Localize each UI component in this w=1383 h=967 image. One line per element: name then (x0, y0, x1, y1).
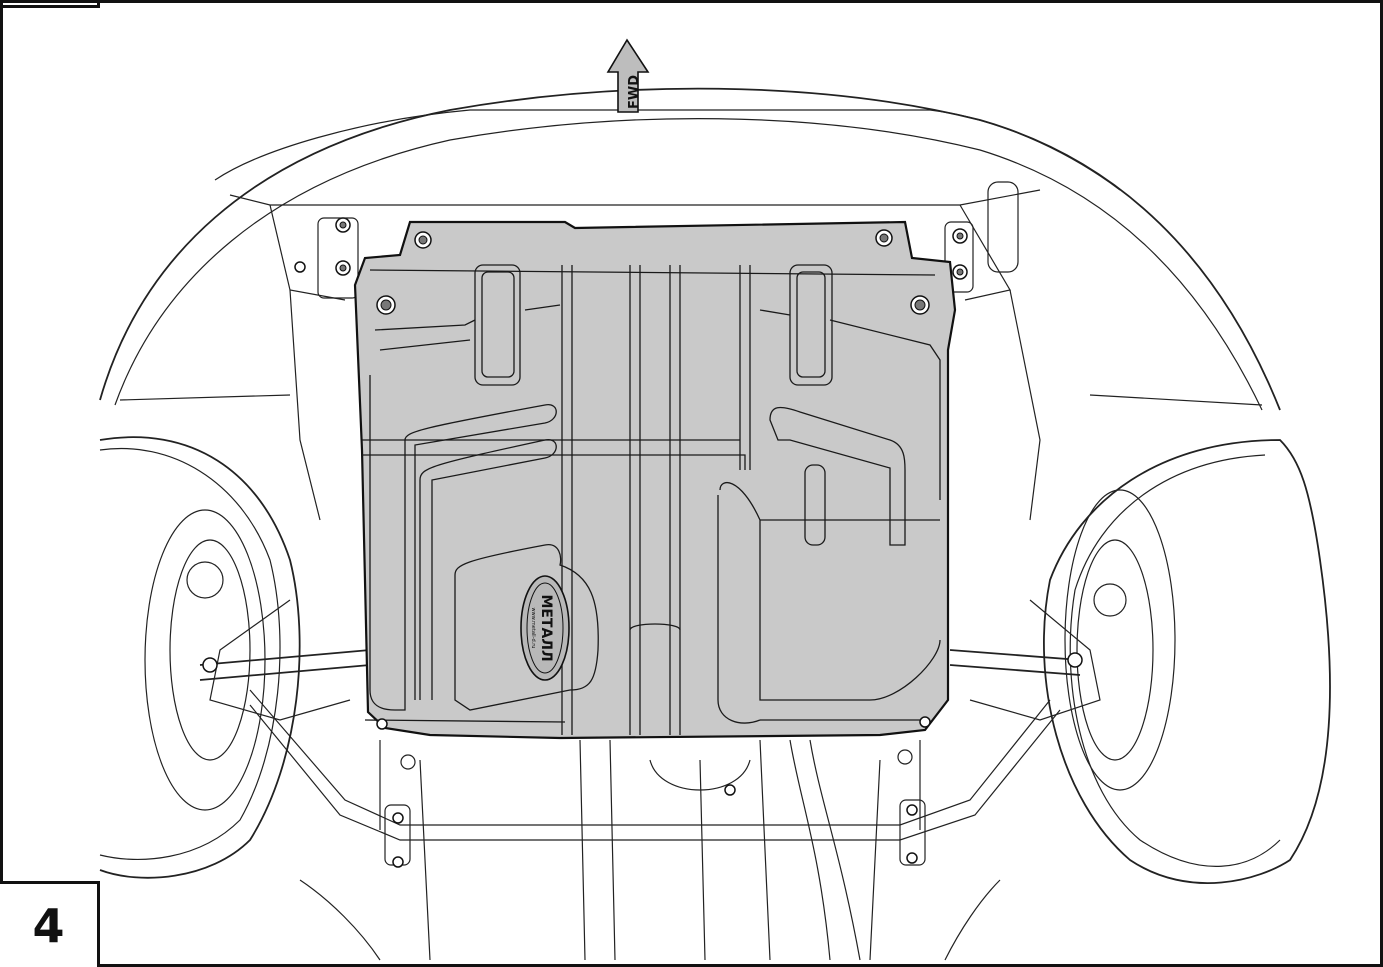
mounting-bolts (294, 181, 1019, 299)
suspension (199, 599, 1101, 841)
header-corner-box (0, 0, 100, 8)
skid-plate (353, 220, 957, 740)
logo-text: METАЛЛ (538, 594, 554, 661)
left-wheel (99, 436, 301, 879)
top-border (0, 0, 1383, 3)
logo-subtext: www.metall-d.ru (530, 608, 536, 649)
right-wheel (1043, 439, 1331, 884)
logo-badge: METАЛЛ www.metall-d.ru (530, 594, 554, 661)
step-number: 4 (32, 898, 65, 953)
fwd-label-group: FWD (627, 75, 642, 109)
step-number-box: 4 (0, 881, 100, 967)
fwd-label: FWD (627, 75, 642, 109)
car-body-outline (99, 87, 1281, 521)
subframe (299, 739, 1001, 961)
fwd-arrow-icon (606, 38, 650, 113)
